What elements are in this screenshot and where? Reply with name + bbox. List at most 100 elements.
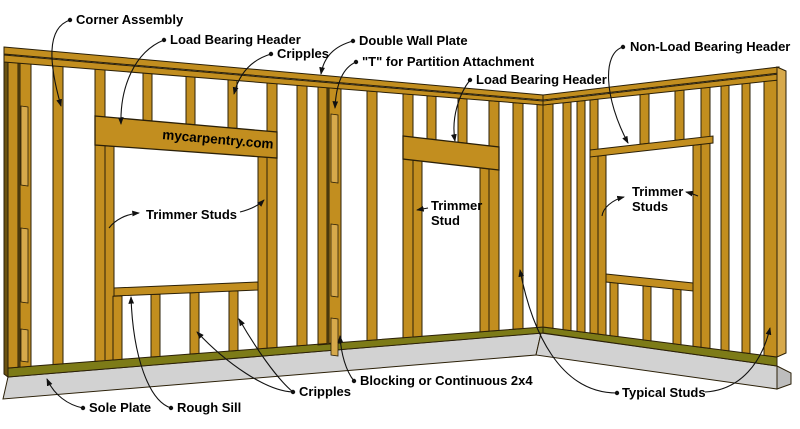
label-load-bearing-header-left: Load Bearing Header [170,32,301,47]
stud [562,101,572,332]
stud [366,90,378,342]
leader-dot [290,389,296,395]
blocking-piece [330,317,339,357]
leader-dot [350,38,356,44]
leader-dot [161,37,167,43]
label-blocking: Blocking or Continuous 2x4 [360,373,533,388]
stud [488,100,500,332]
leader-trimmer-studs-right-b [685,190,699,197]
leader-t-partition [332,61,357,109]
load-bearing-header-mid [402,135,500,171]
blocking-piece [20,227,29,304]
left-wall-end-edge [3,47,9,378]
cripple [609,281,619,338]
label-t-partition: "T" for Partition Attachment [362,54,535,69]
label-load-bearing-header-mid: Load Bearing Header [476,72,607,87]
leader-dot [614,390,620,396]
rough-sill-right [605,273,694,292]
leader-trimmer-studs-left-b [239,199,265,213]
cripple [228,290,239,352]
label-trimmer-studs-left: Trimmer Studs [146,207,237,222]
stud [763,79,778,358]
label-trimmer-studs-right-2: Studs [632,199,668,214]
blocking-piece [330,113,339,184]
non-load-bearing-header [589,135,714,158]
leader-typical-studs-b [704,327,772,393]
cripple [426,95,437,141]
leader-dot [268,51,274,57]
cripple [185,75,196,126]
framing-structure [2,46,792,400]
load-bearing-header-left [94,115,278,159]
label-rough-sill: Rough Sill [177,400,241,415]
leader-cripples-top [232,53,272,95]
leader-corner-assembly [51,19,71,107]
leader-lines [46,17,772,411]
cripple [672,288,682,346]
trimmer-stud [692,143,702,348]
leader-trimmer-studs-left-a [108,210,140,229]
stud [720,84,730,352]
leader-dot [67,17,73,23]
label-non-load-bearing-header: Non-Load Bearing Header [630,39,790,54]
leader-rough-sill [128,296,172,409]
stud [512,102,524,330]
cripple [150,293,161,358]
wall-end-cap [776,66,787,358]
cripple [457,97,468,144]
trimmer-stud [597,154,607,336]
label-cripples-top: Cripples [277,46,329,61]
label-sole-plate: Sole Plate [89,400,151,415]
label-double-wall-plate: Double Wall Plate [359,33,468,48]
stud [741,82,751,355]
leader-dot [168,405,174,411]
stud [402,93,414,339]
stud [94,68,106,362]
blocking-piece [20,328,29,363]
stud [52,65,64,366]
leader-load-bearing-header-left [117,39,165,125]
trimmer-stud [257,156,268,350]
leader-load-bearing-header-mid [451,79,471,142]
stud [576,99,586,333]
blocking-piece [330,223,339,298]
leader-sole-plate [46,378,84,409]
leader-dot [353,59,359,65]
trimmer-stud [479,167,490,333]
leader-non-load-bearing-header [607,46,629,144]
leader-blocking [337,335,355,382]
label-corner-assembly: Corner Assembly [76,12,184,27]
stud [7,61,19,369]
leader-trimmer-stud-mid [416,205,429,212]
cripple [642,285,652,342]
label-typical-studs: Typical Studs [622,385,706,400]
stud [700,86,711,349]
leader-cripples-bottom-a [196,331,294,393]
rough-sill-left [113,281,259,297]
leader-typical-studs-a [518,269,618,394]
label-trimmer-stud-mid-1: Trimmer [431,198,482,213]
leader-dot [467,77,473,83]
cripple [112,295,123,361]
blocking-piece [20,105,29,187]
trimmer-stud [412,159,423,338]
leader-dot [620,44,626,50]
cripple [639,93,650,145]
cripple [674,89,685,141]
stud [589,98,599,335]
leader-double-wall-plate [319,40,354,75]
cripple [189,291,200,355]
leader-cripples-bottom-b [238,318,294,393]
leader-dot [80,405,86,411]
label-trimmer-studs-right-1: Trimmer [632,184,683,199]
stud [542,103,554,329]
leader-trimmer-studs-right-a [601,195,625,217]
cripple [142,72,153,122]
label-cripples-bottom: Cripples [299,384,351,399]
labels: Corner Assembly Load Bearing Header Crip… [76,12,790,415]
stud [536,103,544,328]
leader-dot [351,378,357,384]
stud [266,82,278,349]
